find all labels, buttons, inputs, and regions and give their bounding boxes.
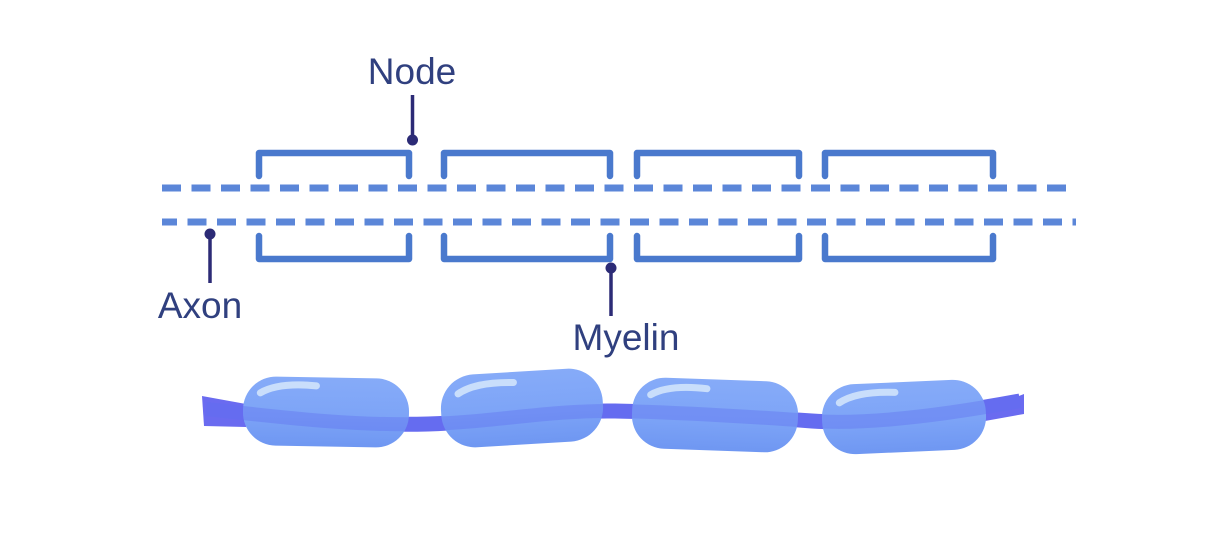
myelin-sheath-segment-3 — [631, 377, 799, 453]
myelin-sheath-segment-1-highlight — [256, 381, 320, 397]
myelin-segment-2-bottom-bracket — [440, 232, 614, 263]
myelin-label: Myelin — [573, 317, 680, 358]
myelin-segment-3-bottom-bracket — [633, 232, 803, 263]
myelin-segment-1-bottom-bracket — [255, 232, 413, 263]
axon-fiber-right-tip — [985, 394, 1024, 421]
schematic-axon: Node Axon Myelin — [158, 51, 1076, 358]
axon-pointer-dot — [204, 228, 216, 240]
node-label: Node — [368, 51, 456, 92]
myelin-segment-2-top-bracket — [440, 149, 614, 180]
illustration-myelinated-fiber — [202, 368, 1024, 455]
myelin-sheath-segment-1-body — [242, 376, 410, 448]
myelin-sheath-segment-2 — [440, 368, 604, 448]
myelin-sheath-segment-4 — [821, 379, 987, 455]
axon-fiber-left-tip — [202, 396, 246, 427]
myelin-segment-4-bottom-bracket — [821, 232, 997, 263]
myelin-pointer-dot — [605, 262, 617, 274]
axon-label: Axon — [158, 285, 242, 326]
myelin-bracket-group — [255, 149, 997, 263]
axon-through-sheath-stripe — [205, 394, 1022, 432]
myelin-segment-3-top-bracket — [633, 149, 803, 180]
myelin-sheath-segment-3-highlight — [647, 383, 711, 399]
myelin-segment-4-top-bracket — [821, 149, 997, 180]
myelin-sheath-segment-2-highlight — [454, 378, 517, 398]
myelin-sheath-segment-1 — [242, 376, 410, 448]
myelin-sheath-segment-4-body — [821, 379, 987, 455]
node-pointer-dot — [407, 134, 418, 146]
myelin-segment-1-top-bracket — [255, 149, 413, 180]
myelin-sheath-segment-4-highlight — [835, 388, 899, 407]
myelin-sheath-segment-3-body — [631, 377, 799, 453]
